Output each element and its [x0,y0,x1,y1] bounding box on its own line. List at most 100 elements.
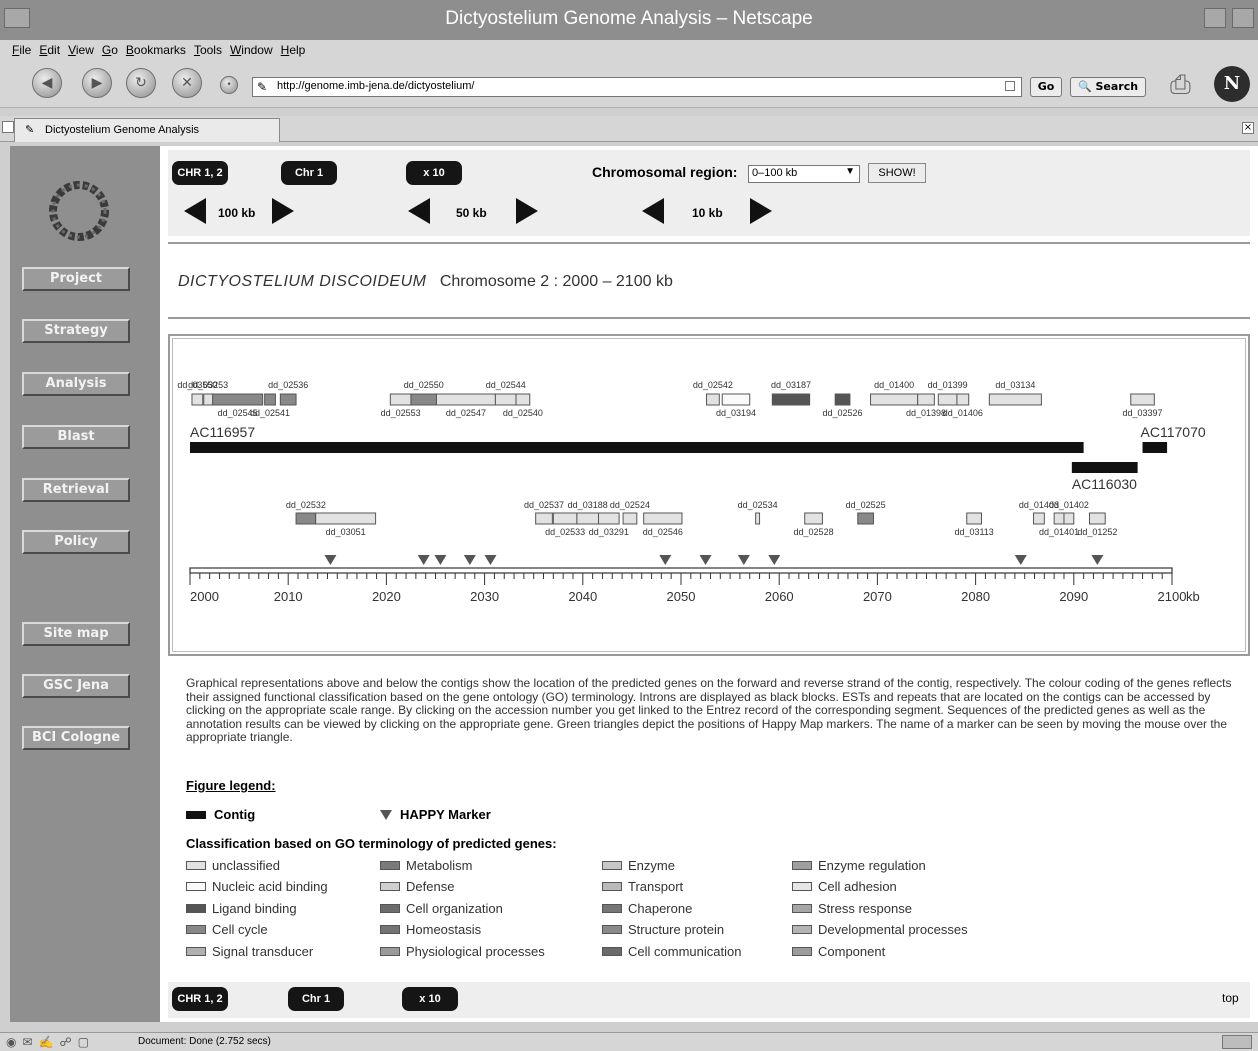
forward-gene[interactable] [279,393,297,406]
chr12-button[interactable]: CHR 1, 2 [172,161,228,185]
reverse-gene[interactable] [295,512,317,525]
prev-10kb-icon[interactable] [642,198,664,224]
address-book-icon[interactable]: ▢ [77,1035,89,1049]
print-icon[interactable]: ⎙ [1170,70,1191,100]
happy-marker-icon[interactable] [1091,555,1104,565]
netscape-logo[interactable]: N [1214,66,1250,102]
happy-marker-icon[interactable] [1014,555,1027,565]
forward-gene[interactable] [410,393,437,406]
tab-dictyostelium[interactable]: ✎ Dictyostelium Genome Analysis [14,118,280,142]
reverse-gene[interactable] [1053,512,1065,525]
prev-100kb-icon[interactable] [184,198,206,224]
forward-gene[interactable] [212,393,264,406]
menu-go[interactable]: Go [101,43,118,57]
composer-icon[interactable]: ✍ [38,1035,54,1049]
happy-marker-icon[interactable] [324,555,337,565]
zoom-x10-button-bottom[interactable]: x 10 [402,987,458,1011]
navigator-icon[interactable]: ◉ [6,1035,17,1049]
menu-bookmarks[interactable]: Bookmarks [125,43,186,57]
happy-marker-icon[interactable] [699,555,712,565]
home-icon[interactable]: • [220,76,238,94]
contig-bar[interactable] [1142,442,1168,453]
bookmark-page-icon[interactable] [1005,81,1015,91]
scale-bar[interactable] [189,567,1173,574]
menu-file[interactable]: File [12,43,32,57]
reverse-gene[interactable] [804,512,823,525]
chr1-button-bottom[interactable]: Chr 1 [288,987,344,1011]
region-select[interactable]: 0–100 kb ▼ [748,165,860,183]
happy-marker-icon[interactable] [484,555,497,565]
reverse-gene[interactable] [598,512,620,525]
next-100kb-icon[interactable] [272,198,294,224]
reverse-gene[interactable] [1089,512,1106,525]
forward-gene[interactable] [191,393,204,406]
contig-bar[interactable] [1071,462,1138,473]
chat-icon[interactable]: ☍ [59,1035,72,1049]
forward-gene[interactable] [988,393,1042,406]
mail-icon[interactable]: ✉ [22,1035,33,1049]
happy-marker-icon[interactable] [768,555,781,565]
menu-tools[interactable]: Tools [193,43,222,57]
reverse-gene[interactable] [576,512,600,525]
next-10kb-icon[interactable] [750,198,772,224]
forward-gene[interactable] [389,393,412,406]
reverse-gene[interactable] [1033,512,1045,525]
happy-marker-icon[interactable] [417,555,430,565]
forward-gene[interactable] [494,393,517,406]
reverse-gene[interactable] [755,512,761,525]
forward-gene[interactable] [834,393,851,406]
reverse-gene[interactable] [1063,512,1075,525]
close-tab-icon[interactable]: × [1242,122,1254,134]
forward-gene[interactable] [435,393,496,406]
sidebar-item-gsc-jena[interactable]: GSC Jena [22,674,130,698]
sidebar-item-blast[interactable]: Blast [22,425,130,449]
menu-edit[interactable]: Edit [39,43,61,57]
maximize-button[interactable] [1232,8,1254,28]
chr12-button-bottom[interactable]: CHR 1, 2 [172,987,228,1011]
happy-marker-icon[interactable] [434,555,447,565]
url-field[interactable]: ✎ http://genome.imb-jena.de/dictyosteliu… [252,77,1022,97]
reverse-gene[interactable] [535,512,553,525]
prev-50kb-icon[interactable] [408,198,430,224]
sidebar-item-site-map[interactable]: Site map [22,622,130,646]
sidebar-item-policy[interactable]: Policy [22,530,130,554]
reverse-gene[interactable] [857,512,874,525]
minimize-button[interactable] [1204,8,1226,28]
reverse-gene[interactable] [315,512,377,525]
sidebar-item-project[interactable]: Project [22,267,130,291]
forward-icon[interactable]: ▶ [82,68,112,98]
forward-gene[interactable] [203,393,214,406]
reverse-gene[interactable] [966,512,982,525]
reload-icon[interactable]: ↻ [126,68,156,98]
sidebar-item-retrieval[interactable]: Retrieval [22,478,130,502]
stop-icon[interactable]: ✕ [172,68,202,98]
forward-gene[interactable] [937,393,958,406]
forward-gene[interactable] [956,393,970,406]
next-50kb-icon[interactable] [516,198,538,224]
reverse-gene[interactable] [552,512,578,525]
menu-help[interactable]: Help [280,43,306,57]
menu-window[interactable]: Window [229,43,273,57]
forward-gene[interactable] [706,393,720,406]
top-link[interactable]: top [1222,991,1239,1005]
forward-gene[interactable] [870,393,919,406]
forward-gene[interactable] [721,393,751,406]
forward-gene[interactable] [917,393,935,406]
happy-marker-icon[interactable] [463,555,476,565]
window-menu-button[interactable] [4,8,30,28]
happy-marker-icon[interactable] [659,555,672,565]
sidebar-item-bci-cologne[interactable]: BCI Cologne [22,726,130,750]
happy-marker-icon[interactable] [737,555,750,565]
forward-gene[interactable] [264,393,276,406]
search-button[interactable]: 🔍 Search [1070,77,1146,97]
zoom-x10-button[interactable]: x 10 [406,161,462,185]
forward-gene[interactable] [515,393,531,406]
reverse-gene[interactable] [622,512,638,525]
show-button[interactable]: SHOW! [868,163,926,183]
new-tab-icon[interactable] [2,121,14,133]
go-button[interactable]: Go [1030,77,1062,97]
forward-gene[interactable] [771,393,811,406]
contig-bar[interactable] [190,442,1084,453]
reverse-gene[interactable] [643,512,683,525]
sidebar-item-analysis[interactable]: Analysis [22,372,130,396]
